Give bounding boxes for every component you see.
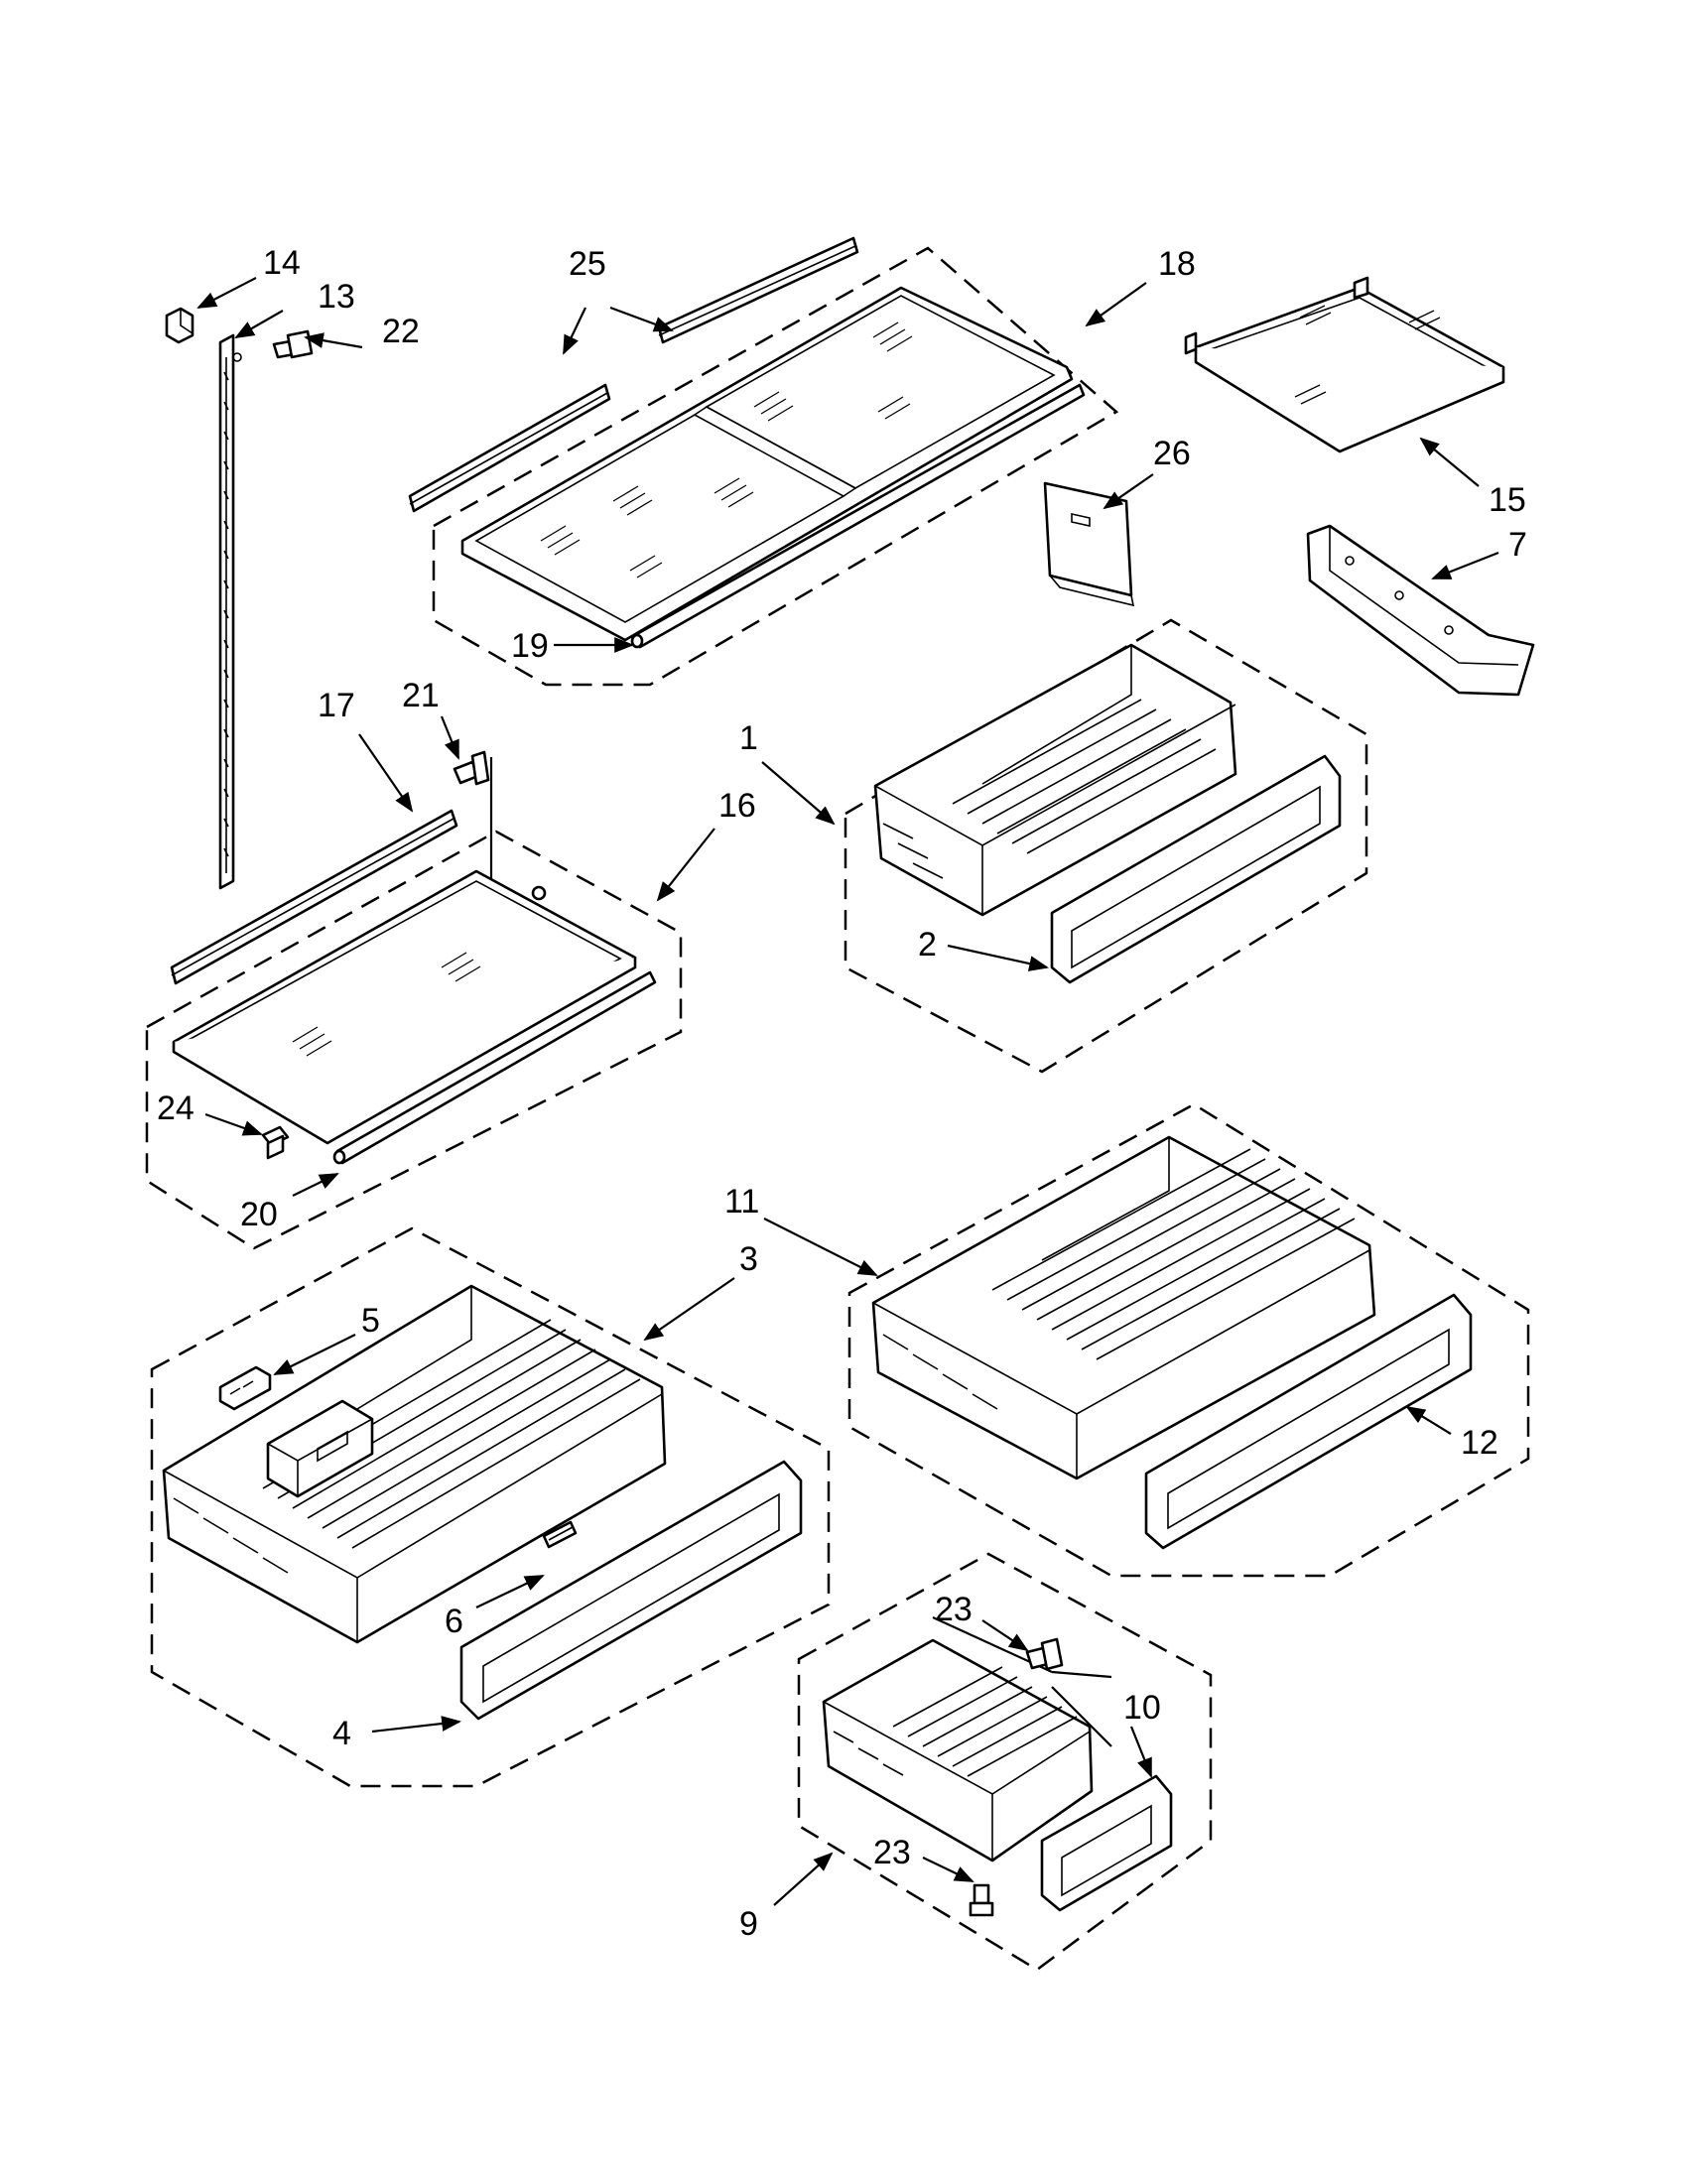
callout-21: 21 [402, 677, 440, 714]
drawer-3 [162, 1284, 667, 1644]
callout-19: 19 [511, 627, 549, 665]
callout-2: 2 [918, 926, 937, 964]
humidity-control-5 [218, 1365, 272, 1411]
callout-24: 24 [157, 1090, 195, 1127]
assembly-outline-18 [432, 246, 1119, 687]
divider-26 [1043, 481, 1135, 607]
callout-3: 3 [739, 1240, 758, 1278]
glass-shelf-18 [460, 286, 1074, 642]
drawer-11 [871, 1135, 1376, 1480]
callout-16: 16 [718, 787, 756, 825]
callout-13: 13 [318, 278, 355, 316]
callout-20: 20 [240, 1196, 278, 1233]
shelf-trim-20 [332, 970, 657, 1165]
rail-7 [1306, 524, 1535, 697]
callout-17: 17 [318, 687, 355, 724]
assembly-outline-3 [150, 1226, 831, 1788]
drawer-1 [873, 643, 1237, 917]
callout-18: 18 [1158, 245, 1196, 283]
shelf-trim-19 [630, 383, 1086, 649]
screw-23-top [1025, 1637, 1064, 1671]
shelf-trim-17 [170, 809, 458, 985]
callout-labels: 14 13 22 25 18 15 26 7 19 17 21 16 1 2 2… [157, 244, 1527, 1943]
humidity-housing-3 [266, 1399, 374, 1498]
drawer-front-10 [1040, 1774, 1173, 1912]
shelf-standard-13 [218, 333, 242, 890]
callout-10: 10 [1123, 1689, 1161, 1727]
callout-4: 4 [332, 1715, 351, 1752]
shelf-trim-25-left [408, 383, 611, 513]
assembly-outline-16 [145, 830, 683, 1250]
callout-1: 1 [739, 719, 758, 757]
clip-24 [261, 1125, 290, 1160]
callout-23-bottom: 23 [873, 1834, 911, 1871]
callout-15: 15 [1489, 481, 1526, 519]
assembly-outline-9 [797, 1552, 1213, 1972]
callout-5: 5 [361, 1302, 380, 1340]
callout-9: 9 [739, 1905, 758, 1943]
small-shelf-15 [1184, 276, 1505, 453]
end-cap-14 [165, 307, 195, 344]
callout-7: 7 [1508, 526, 1527, 564]
leader-lines [196, 277, 1499, 1906]
assembly-outline-11 [847, 1102, 1530, 1578]
assembly-outline-1 [844, 618, 1368, 1074]
drawer-front-2 [1050, 754, 1342, 984]
callout-11: 11 [724, 1183, 759, 1220]
callout-23-top: 23 [935, 1591, 973, 1628]
latch-6 [542, 1520, 578, 1549]
callout-6: 6 [445, 1603, 463, 1640]
drawer-front-4 [459, 1460, 803, 1721]
callout-25: 25 [569, 245, 606, 283]
drawer-9 [822, 1616, 1112, 1863]
callout-22: 22 [382, 313, 420, 350]
callout-14: 14 [263, 244, 301, 282]
callout-12: 12 [1461, 1424, 1498, 1462]
drawer-front-12 [1144, 1293, 1473, 1550]
shelf-trim-25-right [657, 236, 859, 344]
screw-23-bottom [969, 1883, 994, 1917]
callout-26: 26 [1153, 435, 1191, 472]
glass-shelf-16 [172, 869, 637, 1145]
screw-22 [272, 329, 314, 359]
